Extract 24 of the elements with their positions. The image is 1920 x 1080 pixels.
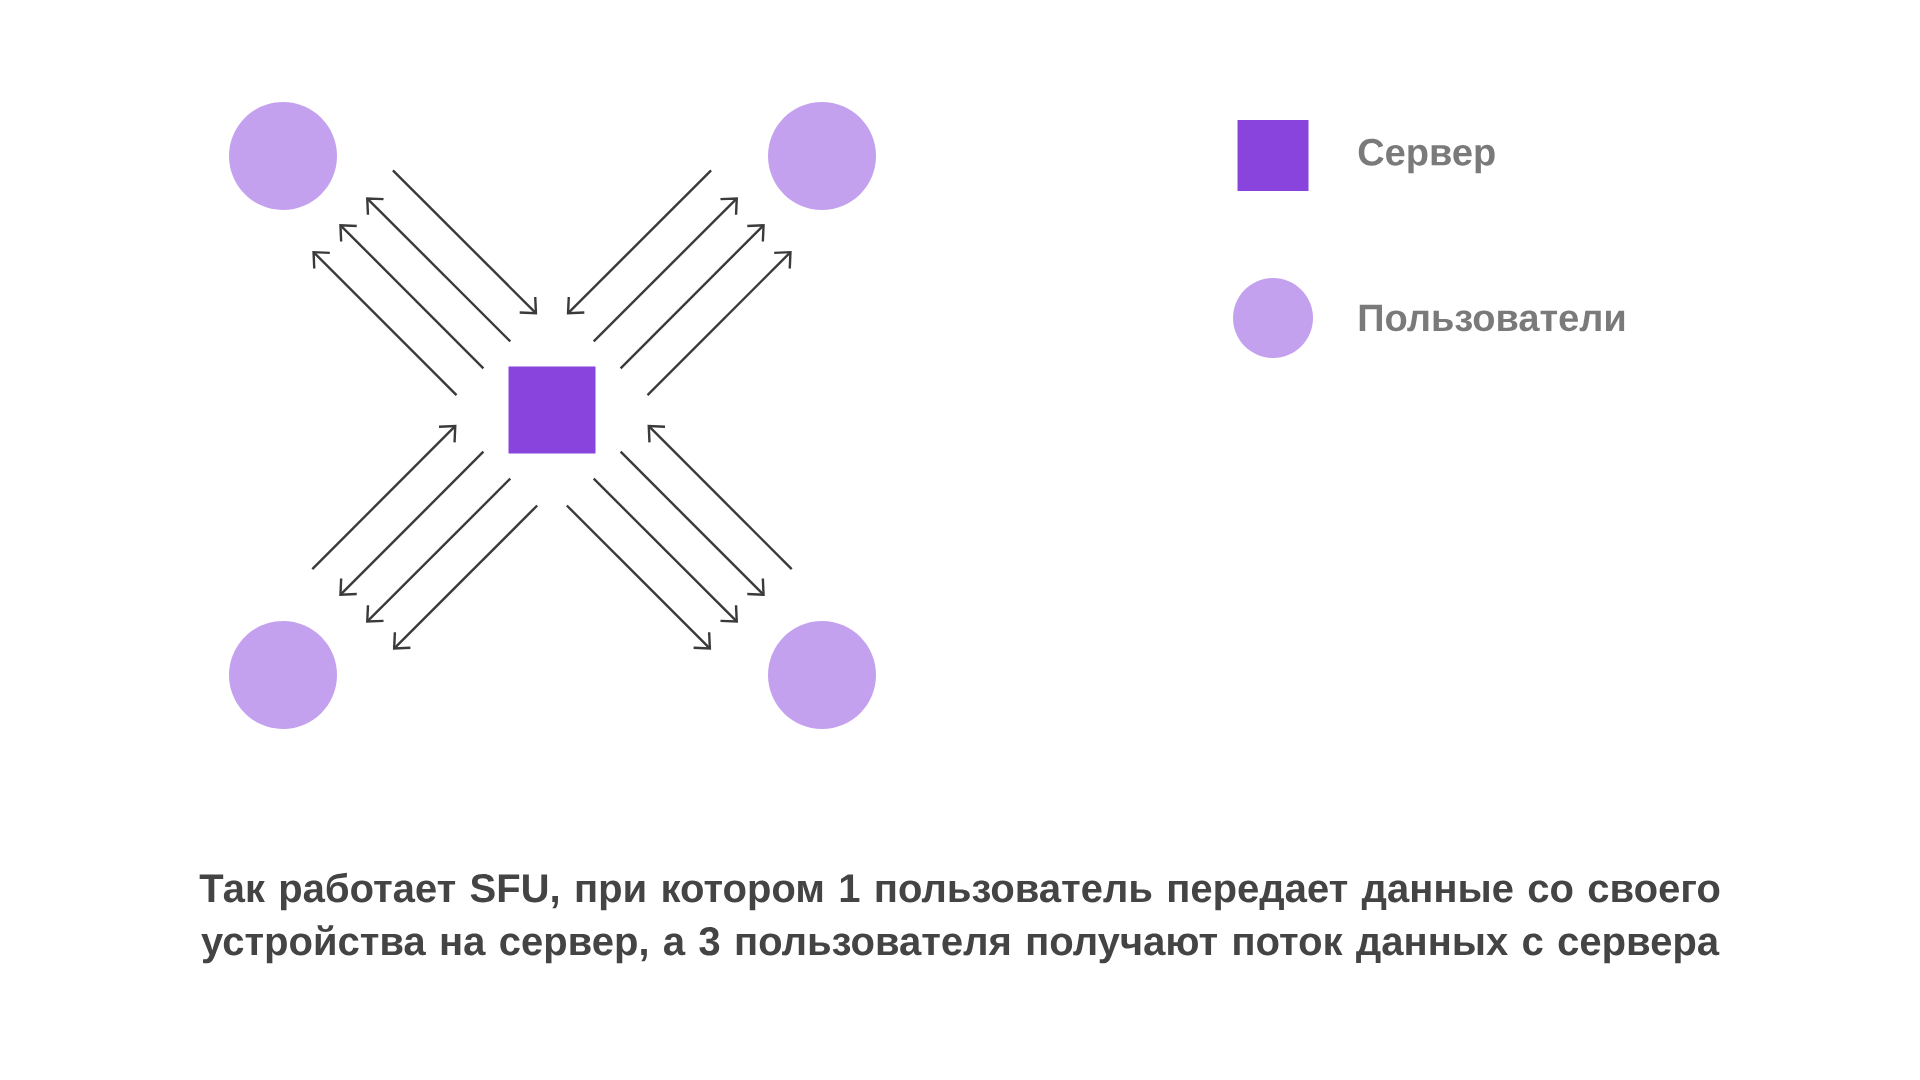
server-square <box>508 366 596 454</box>
arrow <box>592 477 738 623</box>
arrow <box>311 424 457 570</box>
arrow <box>646 250 792 397</box>
user-circle <box>768 621 876 729</box>
arrow <box>339 224 485 370</box>
caption-text: Так работает SFU, при котором 1 пользователь передает данные со своего устройства на сервер, а 3 пользователя получают поток данных с сервера <box>199 872 1720 964</box>
arrow <box>339 450 485 596</box>
arrow <box>619 224 765 370</box>
legend-label: Пользователи <box>1359 304 1625 332</box>
arrow <box>392 504 539 650</box>
arrow <box>392 169 538 315</box>
user-circle <box>768 102 876 210</box>
arrow <box>312 250 458 397</box>
arrow <box>366 197 512 343</box>
arrow <box>565 504 712 650</box>
arrow <box>366 477 512 623</box>
legend-label: Сервер <box>1358 138 1495 174</box>
arrow <box>619 450 765 596</box>
user-circle <box>229 102 337 210</box>
arrow <box>566 169 712 315</box>
user-circle <box>229 621 337 729</box>
arrow <box>647 424 793 570</box>
arrow <box>592 197 738 343</box>
